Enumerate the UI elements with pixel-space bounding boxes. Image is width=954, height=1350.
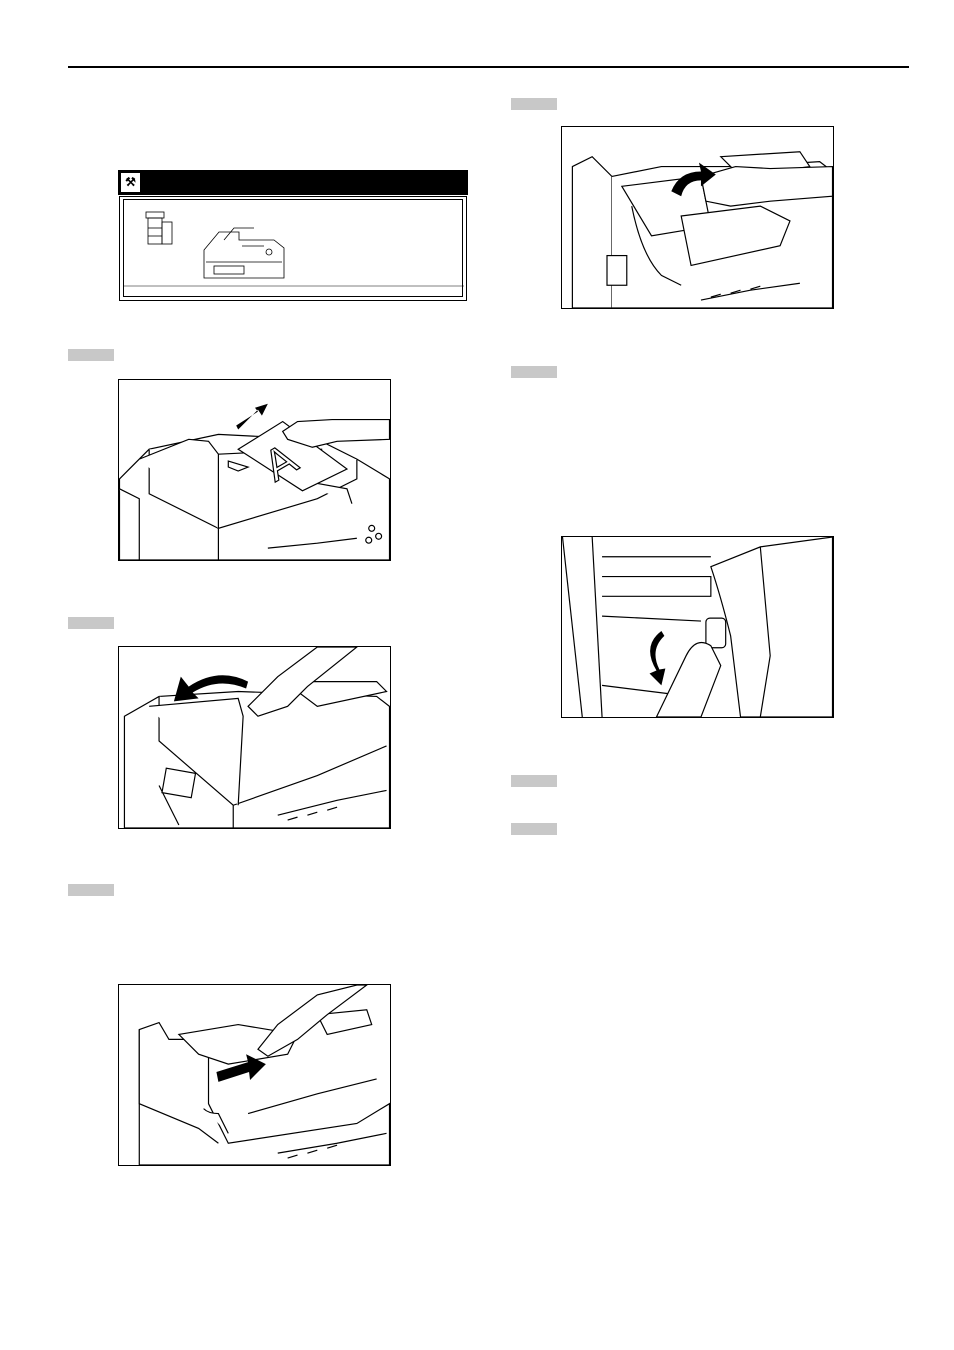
arrow-right-icon (216, 1054, 266, 1082)
curved-down-arrow-icon (649, 630, 666, 686)
lift-feed-unit-illustration (561, 126, 834, 309)
operation-panel-screen: ⚒ (118, 170, 468, 302)
screen-body (119, 196, 467, 301)
screen-inner-frame (123, 199, 464, 297)
step-marker-5 (511, 366, 557, 378)
hand (247, 647, 358, 717)
jam-location-graphic (124, 211, 464, 287)
push-original-illustration (118, 984, 391, 1166)
screen-title-bar: ⚒ (118, 170, 468, 195)
curved-left-arrow-icon (173, 675, 249, 702)
wrench-icon: ⚒ (121, 173, 140, 192)
curved-up-arrow-icon (671, 162, 716, 197)
hand (700, 165, 833, 207)
open-left-cover-illustration (118, 646, 391, 829)
header-rule (68, 66, 909, 68)
step-marker-3 (68, 884, 114, 896)
document-processor-icon (203, 227, 285, 279)
paper-sheet: A (237, 420, 349, 492)
step-marker-1 (68, 349, 114, 361)
step-marker-4 (511, 98, 557, 110)
hand (257, 985, 368, 1057)
step-marker-7 (511, 823, 557, 835)
turn-knob-illustration (561, 536, 834, 718)
step-marker-6 (511, 775, 557, 787)
hand (655, 641, 722, 717)
arrow-up-icon (236, 403, 268, 430)
hand (281, 418, 390, 448)
remove-original-illustration: A (118, 379, 391, 561)
step-marker-2 (68, 617, 114, 629)
copier-icon (145, 211, 173, 245)
